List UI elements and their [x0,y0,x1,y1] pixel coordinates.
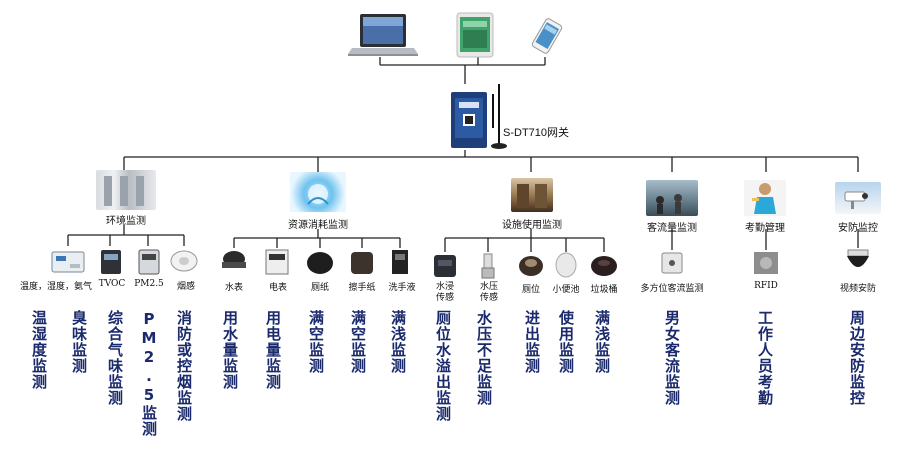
electric-meter-icon [264,248,290,276]
function-temp-humidity: 温湿度监测 [30,310,48,390]
device-people-counter: 多方位客流监测 [640,284,704,294]
urinal-sensor-icon [554,252,578,278]
function-entry-exit: 进出监测 [523,310,541,374]
dome-camera-icon [844,248,872,276]
category-facility: 设施使用监测 [502,220,562,231]
function-gender-traffic: 男女客流监测 [663,310,681,406]
device-video: 视频安防 [839,284,876,294]
function-trash-level: 满浅监测 [593,310,611,374]
category-security: 安防监控 [838,223,878,234]
function-staff-attendance: 工作人员考勤 [756,310,774,406]
function-pm25: PM2.5监测 [140,310,158,437]
people-counter-icon [660,250,684,276]
category-resource: 资源消耗监测 [288,220,348,231]
function-fire-smoke: 消防或控烟监测 [175,310,193,422]
function-smell: 综合气味监测 [106,310,124,406]
function-perimeter-security: 周边安防监控 [848,310,866,406]
device-tvoc: TVOC [98,279,126,289]
device-pressure-text: 水压 传感 [479,282,498,303]
immersion-sensor-icon [432,252,458,280]
traffic-photo [646,180,698,216]
device-trash: 垃圾桶 [590,285,618,295]
device-toilet-paper: 厕纸 [310,283,329,293]
device-hand-paper: 擦手纸 [348,283,376,293]
device-immersion: 水浸 传感 [430,282,460,304]
trash-sensor-icon [590,254,618,278]
function-hand-paper-full: 满空监测 [349,310,367,374]
category-traffic: 客流量监测 [647,223,697,234]
gateway-device-icon [447,84,509,152]
toilet-paper-sensor-icon [306,250,334,276]
device-temp: 温度，湿度，氨气 [19,282,92,292]
stall-sensor-icon [517,252,545,278]
device-rfid: RFID [754,281,778,291]
device-stall: 厕位 [521,285,540,295]
phone-icon [528,18,566,54]
resource-photo [290,172,346,212]
function-power-use: 用电量监测 [264,310,282,390]
device-elec-meter: 电表 [268,283,287,293]
pm25-sensor-icon [136,246,162,276]
environment-photo [96,170,156,210]
function-overflow: 厕位水溢出监测 [434,310,452,422]
device-soap: 洗手液 [388,283,416,293]
smoke-detector-icon [170,248,198,274]
soap-sensor-icon [389,248,411,276]
hand-paper-sensor-icon [349,250,375,276]
attendance-photo [744,180,786,216]
device-smoke: 烟感 [176,282,195,292]
function-odor: 臭味监测 [70,310,88,374]
function-low-pressure: 水压不足监测 [475,310,493,406]
tablet-icon [456,12,494,58]
laptop-icon [348,12,418,57]
water-meter-icon [220,248,248,274]
security-photo [835,182,881,214]
pressure-sensor-icon [478,252,498,280]
function-usage: 使用监测 [557,310,575,374]
facility-photo [511,178,553,212]
category-env: 环境监测 [106,216,146,227]
device-pm: PM2.5 [134,279,164,289]
gateway-label: S-DT710网关 [503,127,570,139]
rfid-reader-icon [752,250,780,276]
device-pressure: 水压 传感 [474,282,504,304]
function-water-use: 用水量监测 [221,310,239,390]
device-urinal: 小便池 [552,285,580,295]
category-attendance: 考勤管理 [745,223,785,234]
device-immersion-text: 水浸 传感 [435,282,454,303]
tvoc-sensor-icon [98,246,124,276]
function-soap-level: 满浅监测 [389,310,407,374]
device-water-meter: 水表 [224,283,243,293]
temp-humidity-sensor-icon [50,246,86,276]
function-paper-full: 满空监测 [307,310,325,374]
